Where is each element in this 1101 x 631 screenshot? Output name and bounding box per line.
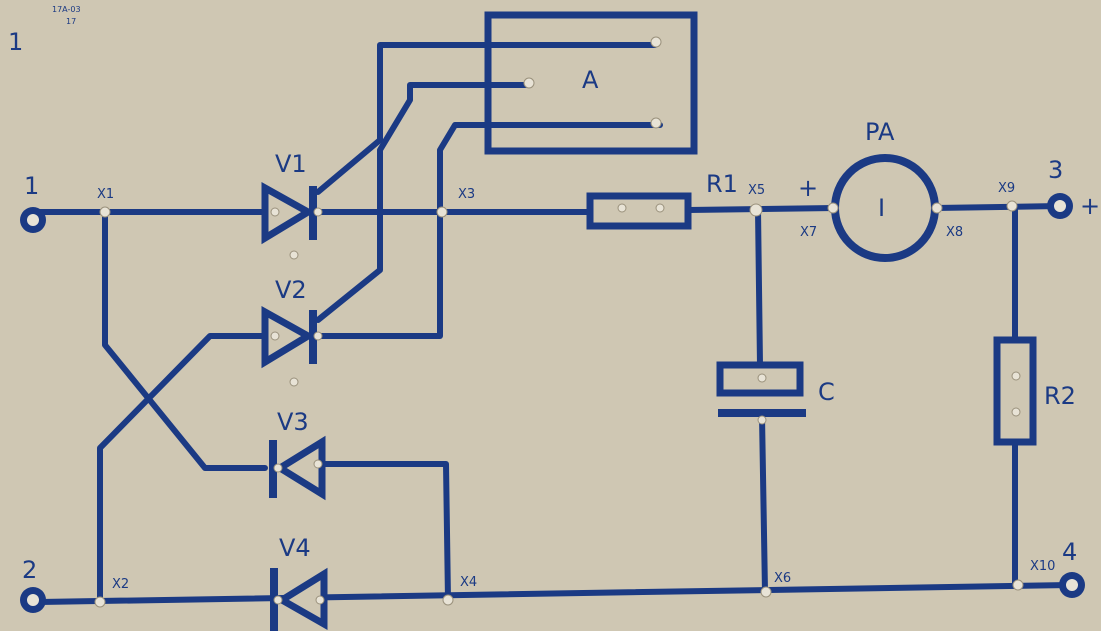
wire-v3-x4 <box>315 461 451 603</box>
part-code: 17A-03 <box>52 5 81 14</box>
thyristor-v2 <box>261 306 323 369</box>
node-x9-label: X9 <box>998 181 1015 196</box>
node-x10-hole[interactable] <box>1012 579 1024 591</box>
node-x2-hole[interactable] <box>94 596 106 608</box>
mount-hole-2 <box>289 377 299 387</box>
node-x1-hole[interactable] <box>99 206 111 218</box>
r2-pin-1[interactable] <box>1011 371 1021 381</box>
part-subcode: 17 <box>66 17 76 26</box>
v1-label: V1 <box>275 150 307 178</box>
terminal-3-label: 3 <box>1048 156 1063 184</box>
block-a-label: A <box>582 66 599 94</box>
node-x2-label: X2 <box>112 577 129 592</box>
thyristor-v1 <box>261 182 323 245</box>
wire-x3-a <box>437 122 663 215</box>
r2-pin-2[interactable] <box>1011 407 1021 417</box>
pa-symbol: I <box>878 194 885 222</box>
r1-pin-1[interactable] <box>617 203 627 213</box>
node-x1-label: X1 <box>97 187 114 202</box>
node-x4-label: X4 <box>460 575 477 590</box>
terminal-2-label: 2 <box>22 556 37 584</box>
terminal-4[interactable] <box>1059 572 1085 598</box>
r1-label: R1 <box>706 170 738 198</box>
resistor-r2 <box>993 336 1037 446</box>
control-block-a <box>484 11 698 155</box>
pa-plus-sign: + <box>798 174 818 202</box>
terminal-1[interactable] <box>20 207 46 233</box>
wire-cap-x6 <box>759 413 768 595</box>
node-x3-hole[interactable] <box>436 206 448 218</box>
node-x9-hole[interactable] <box>1006 200 1018 212</box>
node-x6-label: X6 <box>774 571 791 586</box>
v2-label: V2 <box>275 276 307 304</box>
node-x6-hole[interactable] <box>760 586 772 598</box>
wire-v2-x3 <box>315 209 443 339</box>
c-pin-1[interactable] <box>757 373 767 383</box>
terminal-2[interactable] <box>20 587 46 613</box>
wire-x5-cap <box>755 207 763 368</box>
resistor-r1 <box>586 192 692 230</box>
v4-label: V4 <box>279 534 311 562</box>
board-number: 1 <box>8 28 23 56</box>
terminal-4-label: 4 <box>1062 538 1077 566</box>
wire-gate-v1-a <box>315 42 658 195</box>
node-x8-label: X8 <box>946 225 963 240</box>
terminal-3[interactable] <box>1047 193 1073 219</box>
node-x8-hole[interactable] <box>931 202 943 214</box>
node-x4-hole[interactable] <box>442 594 454 606</box>
node-x7-label: X7 <box>800 225 817 240</box>
node-x3-label: X3 <box>458 187 475 202</box>
block-a-pin-2[interactable] <box>523 77 535 89</box>
node-x10-label: X10 <box>1030 559 1055 574</box>
node-x5-hole[interactable] <box>749 203 763 217</box>
terminal-1-label: 1 <box>24 172 39 200</box>
wire-pa-t3 <box>932 203 1063 211</box>
r1-pin-2[interactable] <box>655 203 665 213</box>
terminal-3-polarity: + <box>1080 192 1100 220</box>
c-pin-2[interactable] <box>757 415 767 425</box>
mount-hole-1 <box>289 250 299 260</box>
diode-v4 <box>270 567 328 631</box>
block-a-pin-1[interactable] <box>650 36 662 48</box>
wire-gate-v2-a <box>315 82 531 323</box>
node-x5-label: X5 <box>748 183 765 198</box>
wire-x2-v2 <box>97 333 268 603</box>
c-label: C <box>818 378 835 406</box>
wire-bottom-bus <box>37 582 1073 605</box>
diode-v3 <box>269 435 326 501</box>
wire-x1-v3 <box>102 209 268 471</box>
node-x7-hole[interactable] <box>827 202 839 214</box>
v3-label: V3 <box>277 408 309 436</box>
block-a-pin-3[interactable] <box>650 117 662 129</box>
pa-label: PA <box>865 118 895 146</box>
r2-label: R2 <box>1044 382 1076 410</box>
